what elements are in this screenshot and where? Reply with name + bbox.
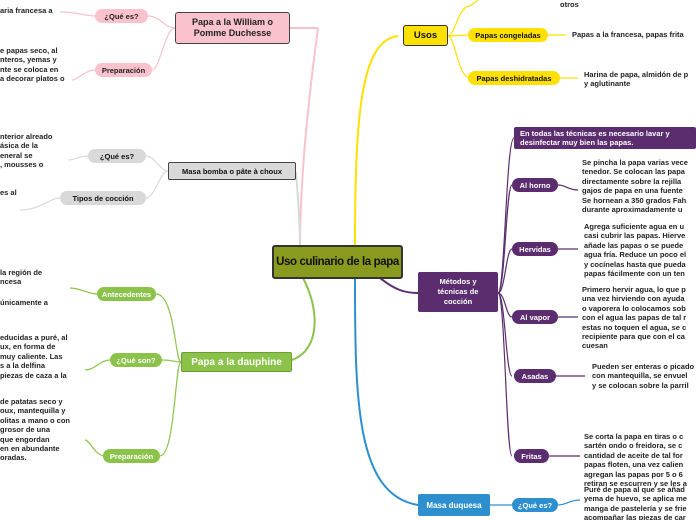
node-papa-dauphine[interactable]: Papa a la dauphine [181, 352, 292, 372]
text-dauphine-que-son: educidas a puré, al ux, en forma de muy … [0, 333, 68, 380]
text-hervidas: Agrega suficiente agua en u casi cubrir … [584, 222, 687, 279]
text-william-que-es: aria francesa a [0, 6, 53, 15]
text-al-horno: Se pincha la papa varias vece tenedor. S… [582, 158, 688, 215]
text-fritas: Se corta la papa en tiras o c sartén ond… [584, 432, 687, 489]
text-dauphine-preparacion: de patatas seco y oux, mantequilla y oli… [0, 397, 71, 463]
text-papas-deshidratadas: Harina de papa, almidón de p y aglutinan… [584, 70, 689, 89]
branch-line-duquesa [354, 277, 419, 506]
branch-line-metodos [379, 277, 419, 294]
text-al-vapor: Primero hervir agua, lo que p una vez hi… [582, 285, 687, 351]
branch-line-choux [295, 171, 301, 249]
node-usos[interactable]: Usos [403, 25, 448, 46]
pill-choux-que-es[interactable]: ¿Qué es? [88, 149, 146, 163]
pill-choux-tipos-coccion[interactable]: Tipos de cocción [60, 191, 146, 205]
branch-line-usos [354, 35, 399, 249]
text-usos-otros: otros [560, 0, 579, 9]
node-metodos-tecnicas[interactable]: Métodos y técnicas de cocción [418, 272, 498, 312]
pill-hervidas[interactable]: Hervidas [512, 242, 558, 256]
pill-papas-congeladas[interactable]: Papas congeladas [468, 28, 548, 42]
pill-dauphine-que-son[interactable]: ¿Qué son? [110, 353, 162, 367]
node-masa-bomba[interactable]: Masa bomba o pâte à choux [168, 162, 296, 180]
pill-william-que-es[interactable]: ¿Qué es? [95, 9, 148, 23]
pill-al-horno[interactable]: Al horno [512, 178, 558, 192]
pill-asadas[interactable]: Asadas [514, 369, 556, 383]
text-choux-que-es: nterior alreado ásica de la eneral se , … [0, 132, 53, 170]
pill-duquesa-que-es[interactable]: ¿Qué es? [512, 498, 558, 512]
text-duquesa-que-es: Puré de papa al que se añad yema de huev… [584, 485, 687, 520]
pill-dauphine-preparacion[interactable]: Preparación [103, 449, 160, 463]
node-papa-william[interactable]: Papa a la William o Pomme Duchesse [175, 12, 290, 44]
text-asadas: Pueden ser enteras o picado con mantequi… [592, 362, 695, 390]
text-dauphine-antecedentes-2: únicamente a [0, 298, 48, 307]
branch-line-william [299, 27, 319, 249]
node-masa-duquesa[interactable]: Masa duquesa [418, 494, 490, 516]
text-papas-congeladas: Papas a la francesa, papas frita [572, 30, 684, 39]
pill-dauphine-antecedentes[interactable]: Antecedentes [97, 287, 156, 301]
central-topic[interactable]: Uso culinario de la papa [272, 245, 403, 279]
pill-william-preparacion[interactable]: Preparación [95, 63, 152, 77]
text-william-preparacion: e papas seco, al nteros, yemas y nte se … [0, 46, 65, 84]
text-dauphine-antecedentes: la región de ncesa [0, 268, 43, 287]
pill-fritas[interactable]: Fritas [514, 449, 549, 463]
node-intro-lavar[interactable]: En todas las técnicas es necesario lavar… [514, 127, 696, 149]
pill-al-vapor[interactable]: Al vapor [512, 310, 558, 324]
branch-line-dauphine [291, 277, 316, 361]
text-choux-tipos: es al [0, 188, 17, 197]
pill-papas-deshidratadas[interactable]: Papas deshidratadas [468, 71, 560, 85]
